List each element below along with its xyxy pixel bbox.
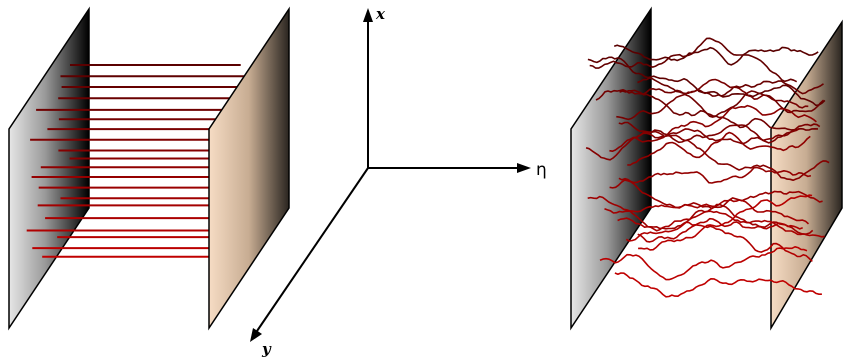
wandering-strand: [625, 221, 813, 262]
wandering-strand: [616, 78, 809, 121]
coordinate-axes: x η y: [250, 5, 547, 358]
y-axis-label: y: [261, 340, 272, 358]
y-axis-arrowhead: [250, 328, 262, 342]
left-back-plate: [8, 6, 90, 331]
wandering-strand: [627, 131, 811, 166]
wandering-strand: [617, 210, 825, 238]
wandering-strand: [637, 77, 824, 97]
wandering-strand: [638, 194, 813, 251]
wandering-strand: [604, 199, 810, 225]
wandering-strand: [637, 217, 803, 243]
y-axis-line: [256, 167, 369, 332]
random-walk-strands: [585, 37, 830, 298]
x-axis-arrowhead: [363, 8, 373, 22]
wandering-strand: [609, 104, 817, 152]
wandering-strand: [585, 132, 830, 181]
straight-strands-panel: [8, 6, 290, 331]
x-axis-label: x: [375, 5, 386, 23]
wandering-strand: [619, 89, 825, 118]
wandering-strand: [613, 44, 819, 66]
eta-axis-label: η: [536, 160, 547, 180]
wandering-strand: [587, 195, 814, 235]
left-front-plate: [208, 6, 290, 331]
wandering-strand: [614, 272, 822, 298]
wandering-strand: [609, 179, 823, 209]
wandering-strand: [589, 37, 798, 83]
wandering-strand: [595, 88, 819, 131]
wandering-strands-panel: [570, 6, 843, 331]
wandering-strand: [618, 166, 812, 184]
right-back-plate: [570, 6, 652, 331]
eta-axis-arrowhead: [517, 163, 531, 173]
wandering-strand: [599, 246, 808, 281]
